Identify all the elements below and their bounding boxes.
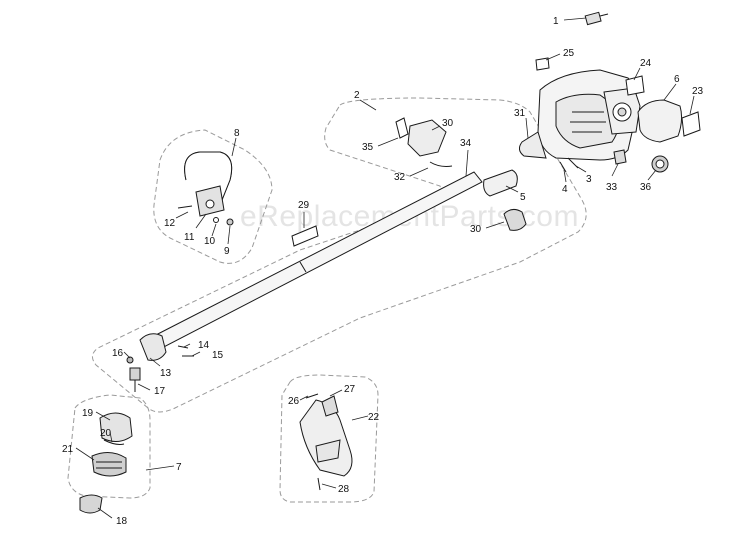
throttle-bracket bbox=[395, 117, 409, 139]
callout-2: 2 bbox=[354, 90, 360, 101]
callout-7: 7 bbox=[176, 462, 182, 473]
decal-23 bbox=[681, 111, 701, 137]
screw-14 bbox=[177, 345, 189, 349]
air-filter-cover bbox=[637, 99, 683, 143]
group-outline-shaft bbox=[92, 97, 587, 413]
callout-10: 10 bbox=[204, 236, 216, 247]
shaft-sleeve bbox=[483, 169, 518, 197]
spool-assembly bbox=[91, 412, 133, 477]
callout-15: 15 bbox=[212, 350, 224, 361]
callout-9: 9 bbox=[224, 246, 230, 257]
guard-assembly bbox=[299, 393, 353, 491]
decal-29 bbox=[291, 225, 319, 247]
callout-30-upper: 30 bbox=[442, 118, 454, 129]
part-33 bbox=[613, 149, 627, 165]
callout-25: 25 bbox=[563, 48, 575, 59]
group-outline-guard bbox=[279, 374, 379, 503]
callout-23: 23 bbox=[692, 86, 704, 97]
shaft-clamp bbox=[503, 208, 527, 231]
callout-17: 17 bbox=[154, 386, 166, 397]
callout-24: 24 bbox=[640, 58, 652, 69]
callout-30-lower: 30 bbox=[470, 224, 482, 235]
callout-20: 20 bbox=[100, 428, 112, 439]
callout-26: 26 bbox=[288, 396, 300, 407]
handle-assembly bbox=[177, 151, 234, 226]
callout-6: 6 bbox=[674, 74, 680, 85]
group-outline-handle bbox=[153, 129, 273, 264]
callout-33: 33 bbox=[606, 182, 618, 193]
throttle-housing bbox=[407, 119, 447, 157]
callout-22: 22 bbox=[368, 412, 380, 423]
callout-21: 21 bbox=[62, 444, 74, 455]
spark-plug bbox=[584, 11, 609, 26]
callout-19: 19 bbox=[82, 408, 94, 419]
group-outline-spool bbox=[67, 394, 151, 499]
callout-14: 14 bbox=[198, 340, 210, 351]
callout-11: 11 bbox=[184, 232, 195, 243]
callout-12: 12 bbox=[164, 218, 176, 229]
screw-4 bbox=[559, 161, 567, 173]
callout-4: 4 bbox=[562, 184, 568, 195]
callout-28: 28 bbox=[338, 484, 350, 495]
callout-8: 8 bbox=[234, 128, 240, 139]
callout-13: 13 bbox=[160, 368, 172, 379]
callout-27: 27 bbox=[344, 384, 356, 395]
callout-31: 31 bbox=[514, 108, 526, 119]
callout-1: 1 bbox=[553, 16, 559, 27]
callout-29: 29 bbox=[298, 200, 310, 211]
callout-3: 3 bbox=[586, 174, 592, 185]
callout-36: 36 bbox=[640, 182, 652, 193]
gearhead bbox=[126, 333, 167, 392]
throttle-cable bbox=[429, 161, 453, 167]
decal-24 bbox=[625, 75, 645, 96]
callout-35: 35 bbox=[362, 142, 374, 153]
callout-18: 18 bbox=[116, 516, 128, 527]
callout-5: 5 bbox=[520, 192, 526, 203]
decal-25 bbox=[535, 57, 550, 71]
fuel-cap bbox=[651, 155, 669, 173]
callout-32: 32 bbox=[394, 172, 406, 183]
leader-lines bbox=[75, 17, 695, 519]
bump-knob bbox=[79, 494, 103, 514]
callout-16: 16 bbox=[112, 348, 124, 359]
callout-34: 34 bbox=[460, 138, 472, 149]
engine-assembly bbox=[518, 69, 641, 161]
